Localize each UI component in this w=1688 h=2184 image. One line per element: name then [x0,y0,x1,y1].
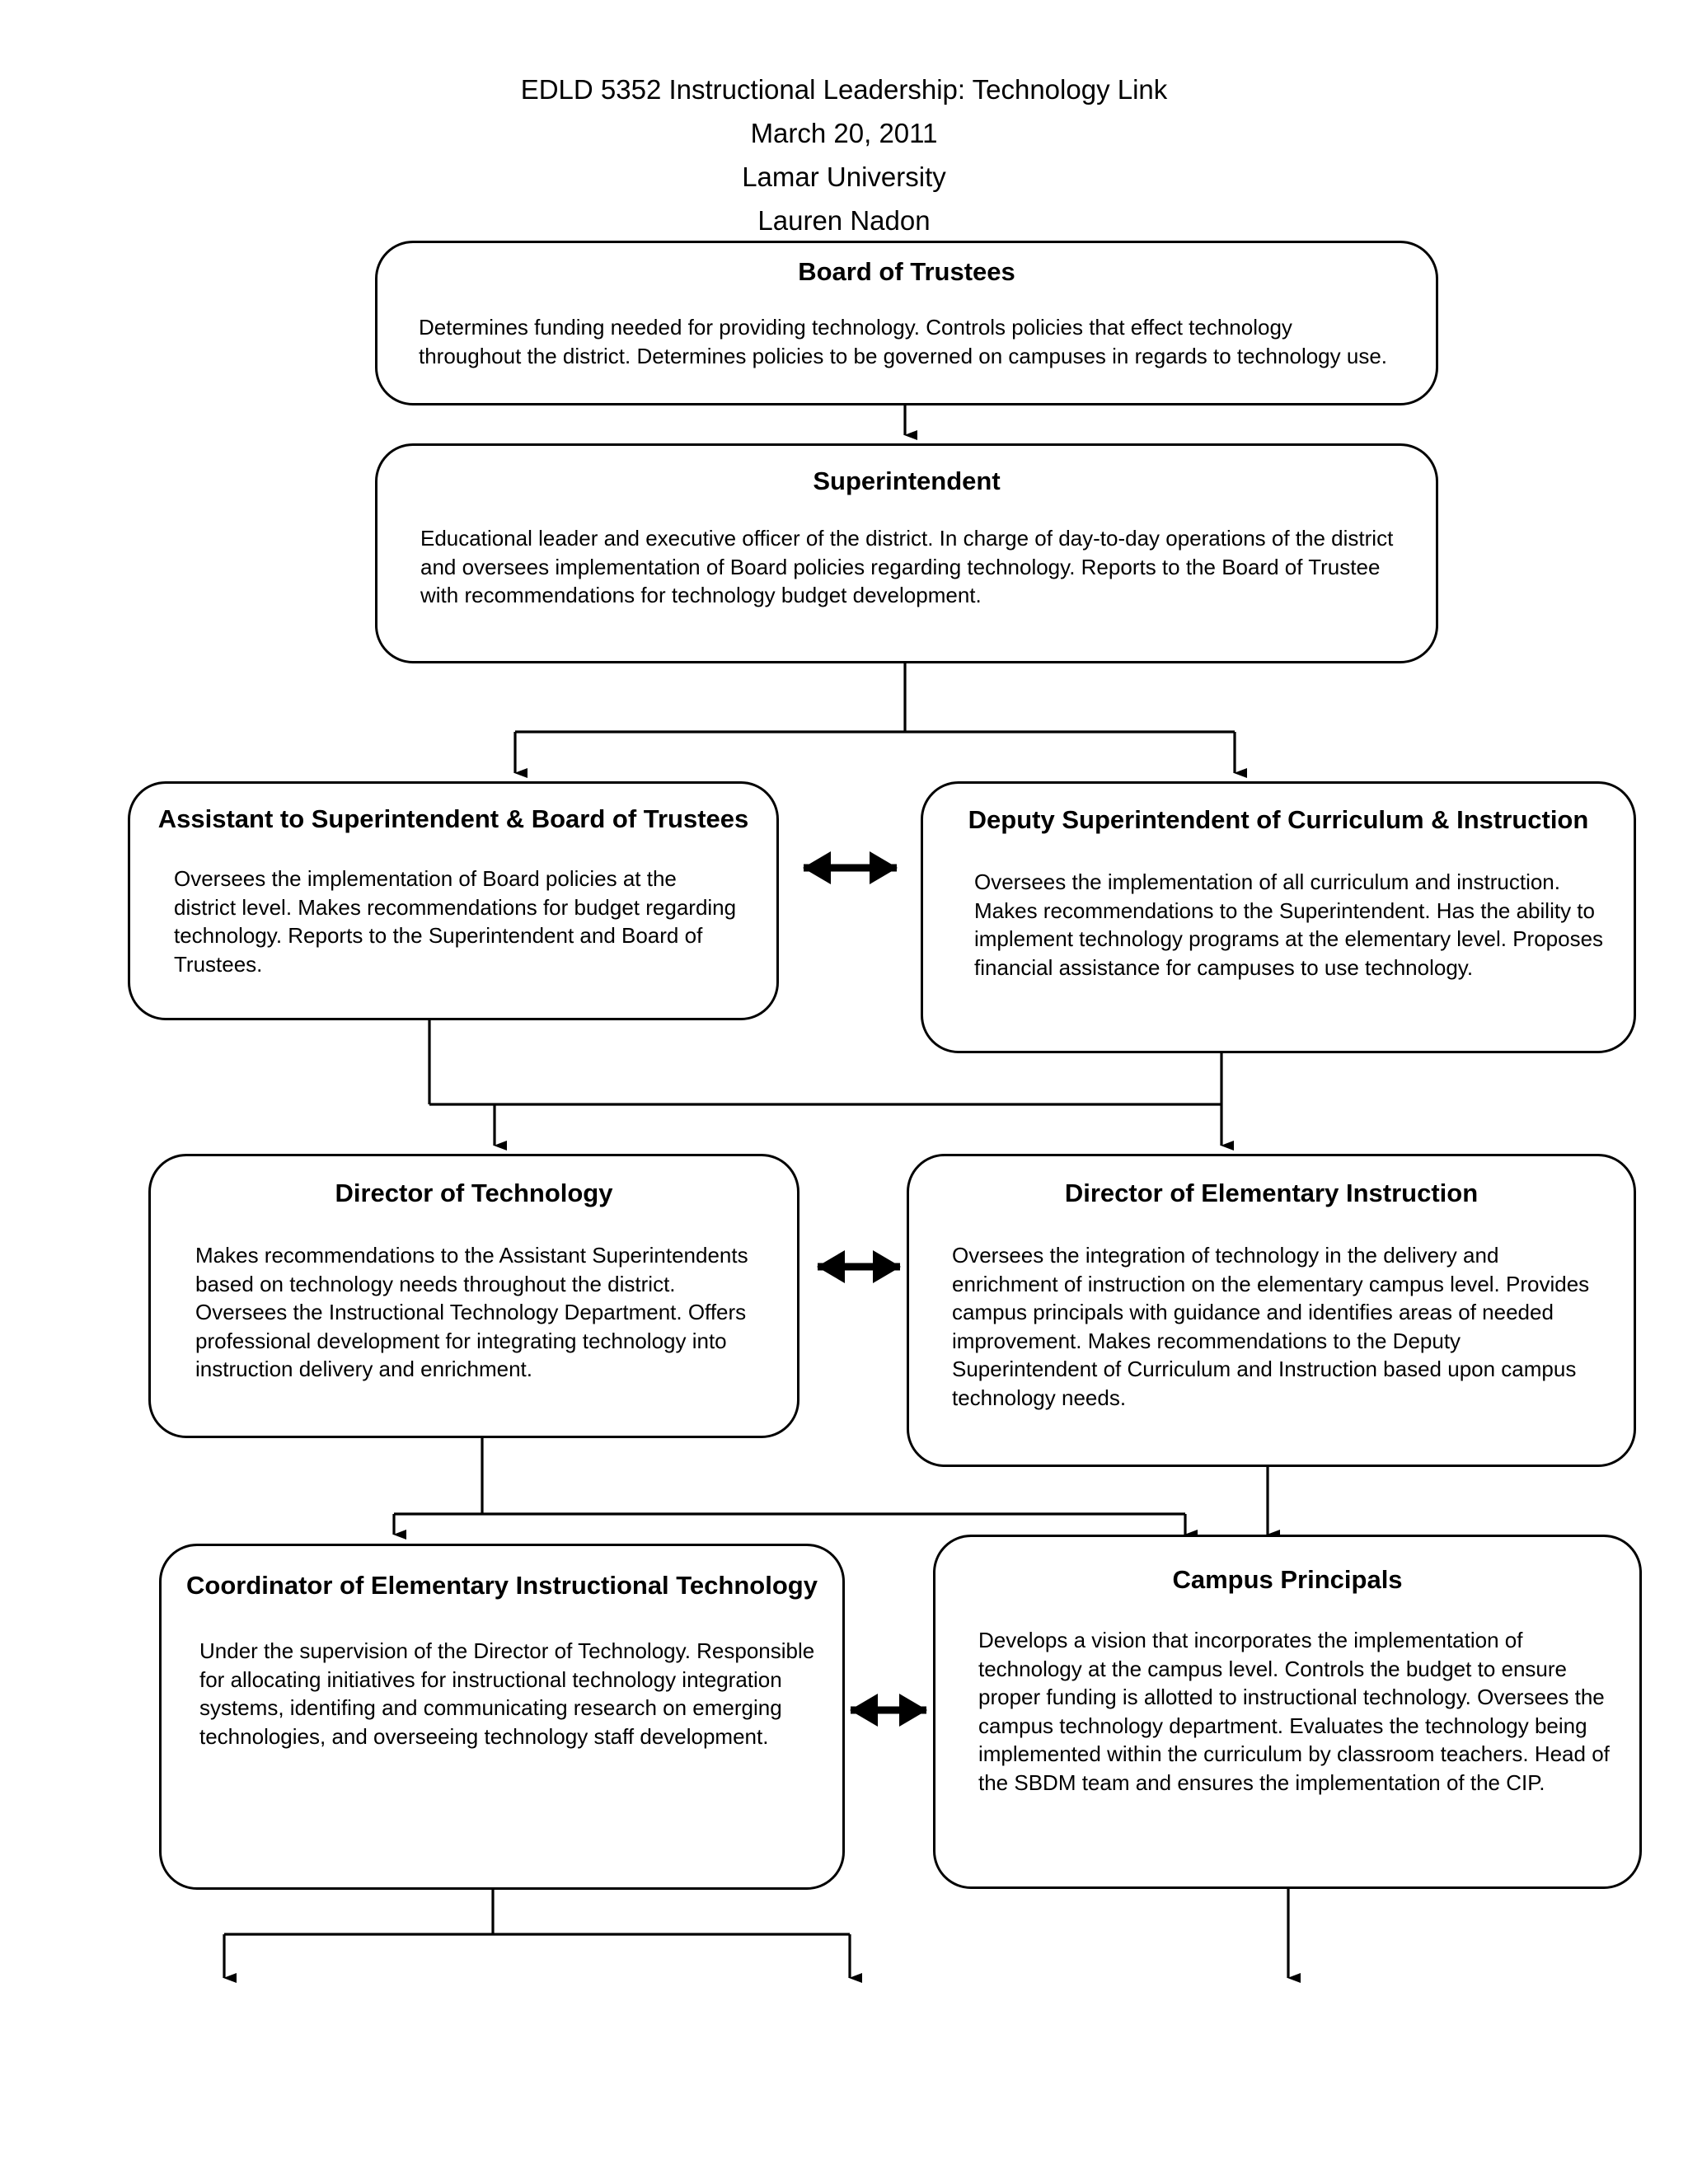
node-body: Oversees the implementation of all curri… [974,869,1604,980]
node-title: Superintendent [813,466,1001,495]
node-superintendent[interactable]: Superintendent Educational leader and ex… [375,443,1438,663]
header-date: March 20, 2011 [750,118,938,148]
node-title: Deputy Superintendent of Curriculum & In… [968,805,1589,834]
node-director-of-elementary-instruction[interactable]: Director of Elementary Instruction Overs… [907,1154,1636,1467]
node-body: Develops a vision that incorporates the … [978,1628,1610,1795]
node-campus-principals[interactable]: Campus Principals Develops a vision that… [933,1535,1642,1889]
node-title: Board of Trustees [798,257,1015,286]
node-board-of-trustees[interactable]: Board of Trustees Determines funding nee… [375,241,1438,405]
node-body: Determines funding needed for providing … [419,315,1388,368]
node-title: Assistant to Superintendent & Board of T… [157,804,749,833]
node-title: Coordinator of Elementary Instructional … [186,1571,818,1600]
header-author: Lauren Nadon [757,205,931,236]
page-header: EDLD 5352 Instructional Leadership: Tech… [0,68,1688,242]
node-body: Educational leader and executive officer… [420,526,1394,607]
node-director-of-technology[interactable]: Director of Technology Makes recommendat… [148,1154,799,1438]
node-assistant-to-superintendent-and-board[interactable]: Assistant to Superintendent & Board of T… [128,781,779,1020]
node-body: Under the supervision of the Director of… [199,1638,815,1749]
node-body: Oversees the integration of technology i… [952,1243,1590,1410]
node-title: Director of Technology [335,1179,613,1207]
node-deputy-superintendent-curriculum-instruction[interactable]: Deputy Superintendent of Curriculum & In… [921,781,1636,1053]
node-title: Campus Principals [1172,1565,1403,1594]
node-title: Director of Elementary Instruction [1064,1179,1479,1207]
header-university: Lamar University [742,162,946,192]
node-coordinator-of-elementary-instructional-technology[interactable]: Coordinator of Elementary Instructional … [159,1544,845,1890]
node-body: Oversees the implementation of Board pol… [174,866,737,977]
node-body: Makes recommendations to the Assistant S… [195,1243,748,1381]
page-title: EDLD 5352 Instructional Leadership: Tech… [520,74,1168,105]
